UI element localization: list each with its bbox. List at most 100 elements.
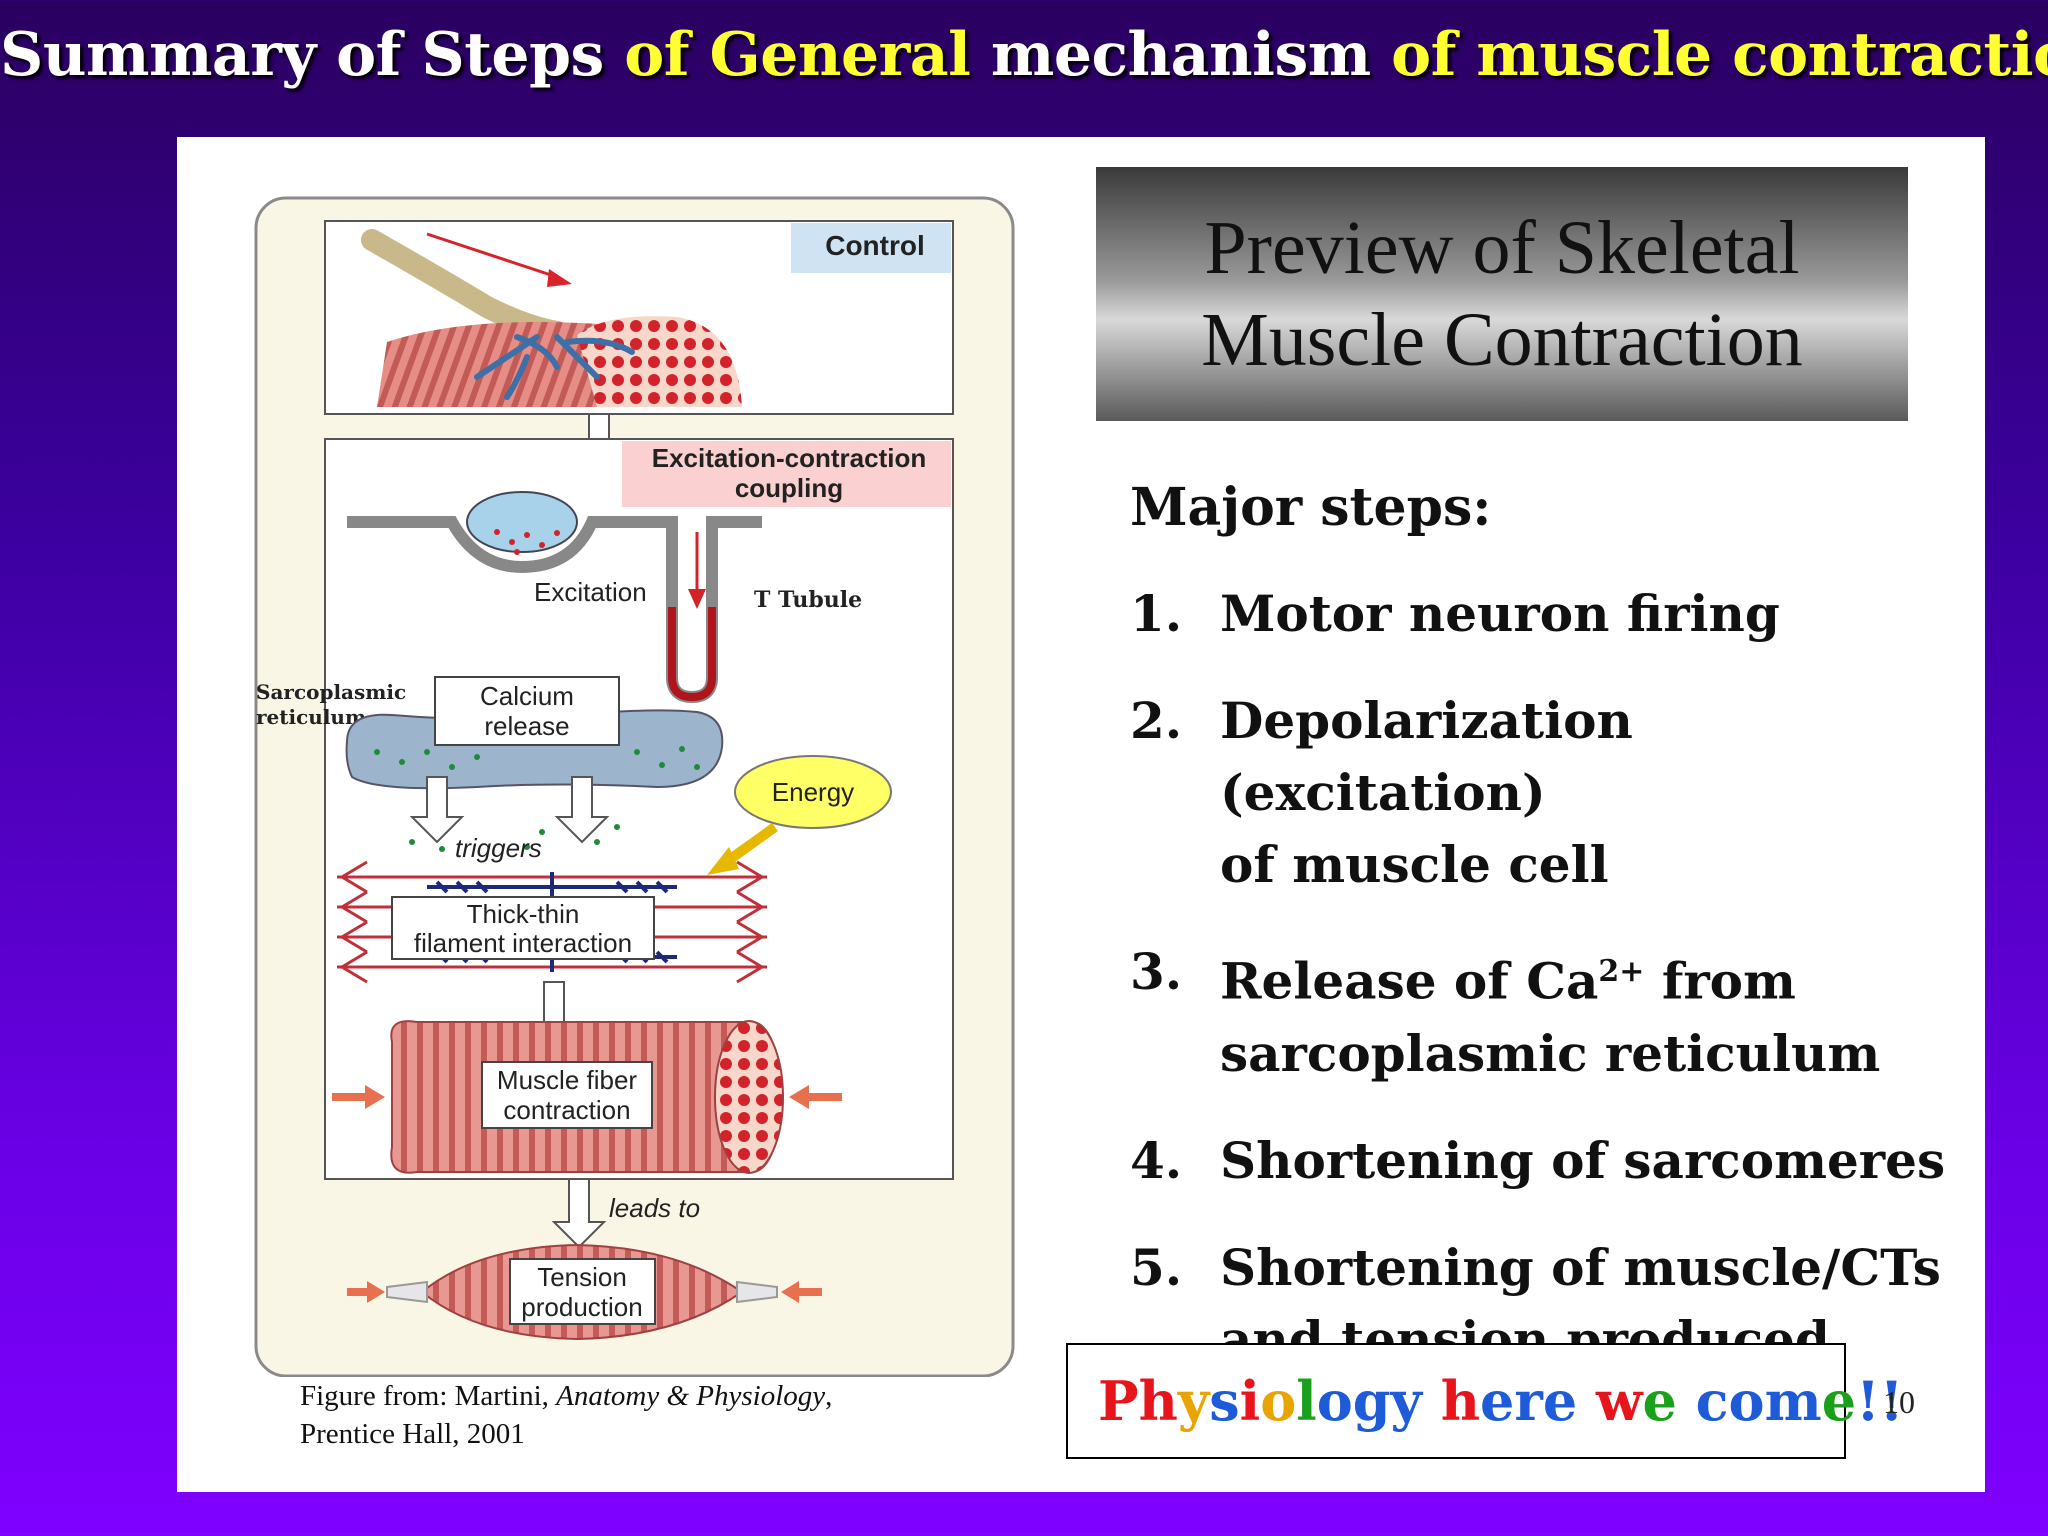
calcium-release-box	[434, 676, 620, 746]
step-text: Motor neuron firing	[1220, 584, 1780, 643]
slogan-letter	[1677, 1369, 1696, 1433]
credit-suffix: ,	[825, 1380, 833, 1412]
signal-arrowhead	[547, 269, 572, 287]
calcium-release-line2: release	[484, 711, 569, 741]
slogan-letter: y	[1177, 1369, 1210, 1433]
slogan-letter	[1422, 1369, 1441, 1433]
slogan-letter: e	[1480, 1369, 1515, 1433]
energy-oval	[734, 755, 892, 829]
step-1: 1. Motor neuron firing	[1130, 578, 1950, 650]
steps-heading: Major steps:	[1130, 477, 1492, 538]
step-text-post: from	[1644, 951, 1796, 1011]
step-number: 1.	[1130, 584, 1183, 643]
arrow-down-sr-right	[554, 776, 610, 844]
content-panel: Control Excitation-contraction coupling …	[177, 137, 1985, 1492]
step-3: 3. Release of Ca2+ from sarcoplasmic reti…	[1130, 936, 1950, 1090]
page-number: 10	[1883, 1384, 1915, 1420]
leads-to-label: leads to	[609, 1193, 700, 1223]
header-line1: Preview of Skeletal	[1204, 206, 1800, 290]
triggers-label: triggers	[455, 833, 542, 863]
calcium-charge: 2+	[1598, 954, 1645, 989]
tension-line2: production	[521, 1292, 642, 1322]
slogan-letter: o	[1316, 1369, 1353, 1433]
muscle-cross-section	[577, 316, 742, 407]
slogan-letter: e	[1821, 1369, 1857, 1433]
step-number: 4.	[1130, 1130, 1183, 1190]
ec-label-line1: Excitation-contraction	[652, 443, 926, 473]
energy-arrowhead	[707, 847, 739, 875]
sr-label-line2: reticulum	[256, 705, 366, 729]
excitation-label: Excitation	[534, 577, 647, 607]
step-text: Shortening of muscle/CTs	[1220, 1237, 1941, 1297]
credit-book: Anatomy & Physiology	[556, 1380, 826, 1412]
figure-credit: Figure from: Martini, Anatomy & Physiolo…	[300, 1377, 832, 1453]
major-steps: Major steps: 1. Motor neuron firing 2. D…	[1130, 477, 1950, 1411]
slogan-letter: s	[1209, 1369, 1240, 1433]
step-text: Shortening of sarcomeres	[1220, 1130, 1946, 1190]
synaptic-terminal	[466, 491, 578, 553]
slogan-letter: P	[1098, 1369, 1139, 1433]
step-text: Depolarization (excitation)	[1220, 691, 1633, 822]
control-label: Control	[825, 230, 925, 261]
preview-header: Preview of Skeletal Muscle Contraction	[1096, 167, 1908, 421]
header-line2: Muscle Contraction	[1201, 298, 1803, 382]
arrow-down-4	[551, 1178, 607, 1249]
signal-arrow	[426, 232, 558, 279]
control-label-box	[791, 223, 951, 273]
slogan-letter: o	[1260, 1369, 1297, 1433]
step-number: 5.	[1130, 1237, 1183, 1297]
slogan-letter: i	[1239, 1369, 1261, 1433]
slogan-letter: o	[1728, 1369, 1765, 1433]
fiber-contraction-box	[481, 1061, 653, 1129]
sr-label-line1: Sarcoplasmic	[256, 680, 406, 704]
muscle-contraction-figure: Control Excitation-contraction coupling …	[254, 196, 1015, 1377]
ec-label-box	[622, 441, 951, 507]
slogan-letter: e	[1542, 1369, 1578, 1433]
fiber-contraction-line2: contraction	[503, 1095, 630, 1125]
title-part-3: mechanism	[970, 20, 1392, 90]
thick-thin-line2: filament interaction	[414, 928, 632, 958]
thick-thin-box	[391, 896, 655, 960]
slogan-letter: y	[1390, 1369, 1422, 1433]
step-number: 3.	[1130, 942, 1183, 1001]
arrow-down-sr-left	[409, 776, 465, 844]
calcium-ions	[374, 746, 700, 852]
energy-label: Energy	[772, 777, 854, 807]
nerve-endings	[474, 334, 635, 400]
slogan-letter: h	[1440, 1369, 1480, 1433]
t-tubule-depolarized	[668, 607, 716, 702]
calcium-release-line1: Calcium	[480, 681, 574, 711]
ec-label-line2: coupling	[735, 473, 843, 503]
slogan-letter: m	[1764, 1369, 1822, 1433]
credit-publisher: Prentice Hall, 2001	[300, 1418, 525, 1450]
title-part-1: Summary of Steps	[0, 20, 625, 90]
slogan-letter: r	[1514, 1369, 1543, 1433]
slogan-letter: e	[1642, 1369, 1677, 1433]
slogan-letter: w	[1595, 1369, 1643, 1433]
tendons	[386, 1280, 778, 1304]
step-number: 2.	[1130, 691, 1183, 750]
step-text-line2: sarcoplasmic reticulum	[1220, 1023, 1881, 1083]
tension-box	[509, 1258, 656, 1325]
title-part-4: of muscle contraction	[1391, 20, 2048, 90]
slogan-letter	[1577, 1369, 1596, 1433]
fiber-contraction-line1: Muscle fiber	[497, 1065, 637, 1095]
slogan-letter: h	[1138, 1369, 1178, 1433]
title-part-2: of General	[624, 20, 971, 90]
slogan-letter: g	[1352, 1369, 1391, 1433]
slogan-letter: !!	[1856, 1369, 1904, 1433]
fiber-cross-section	[714, 1020, 784, 1174]
step-text-line2: of muscle cell	[1220, 835, 1609, 894]
credit-prefix: Figure from: Martini,	[300, 1380, 557, 1412]
step-text: Release of Ca	[1220, 951, 1599, 1011]
excitation-arrowhead	[688, 589, 706, 609]
step-4: 4. Shortening of sarcomeres	[1130, 1125, 1950, 1197]
thick-thin-line1: Thick-thin	[467, 899, 580, 929]
slogan-letter: l	[1296, 1369, 1317, 1433]
step-2: 2. Depolarization (excitation) of muscle …	[1130, 685, 1950, 901]
tension-line1: Tension	[537, 1262, 627, 1292]
t-tubule-label: T Tubule	[754, 587, 862, 613]
slogan-letter: c	[1695, 1369, 1729, 1433]
slide-title: Summary of Steps of General mechanism of…	[0, 20, 2048, 90]
